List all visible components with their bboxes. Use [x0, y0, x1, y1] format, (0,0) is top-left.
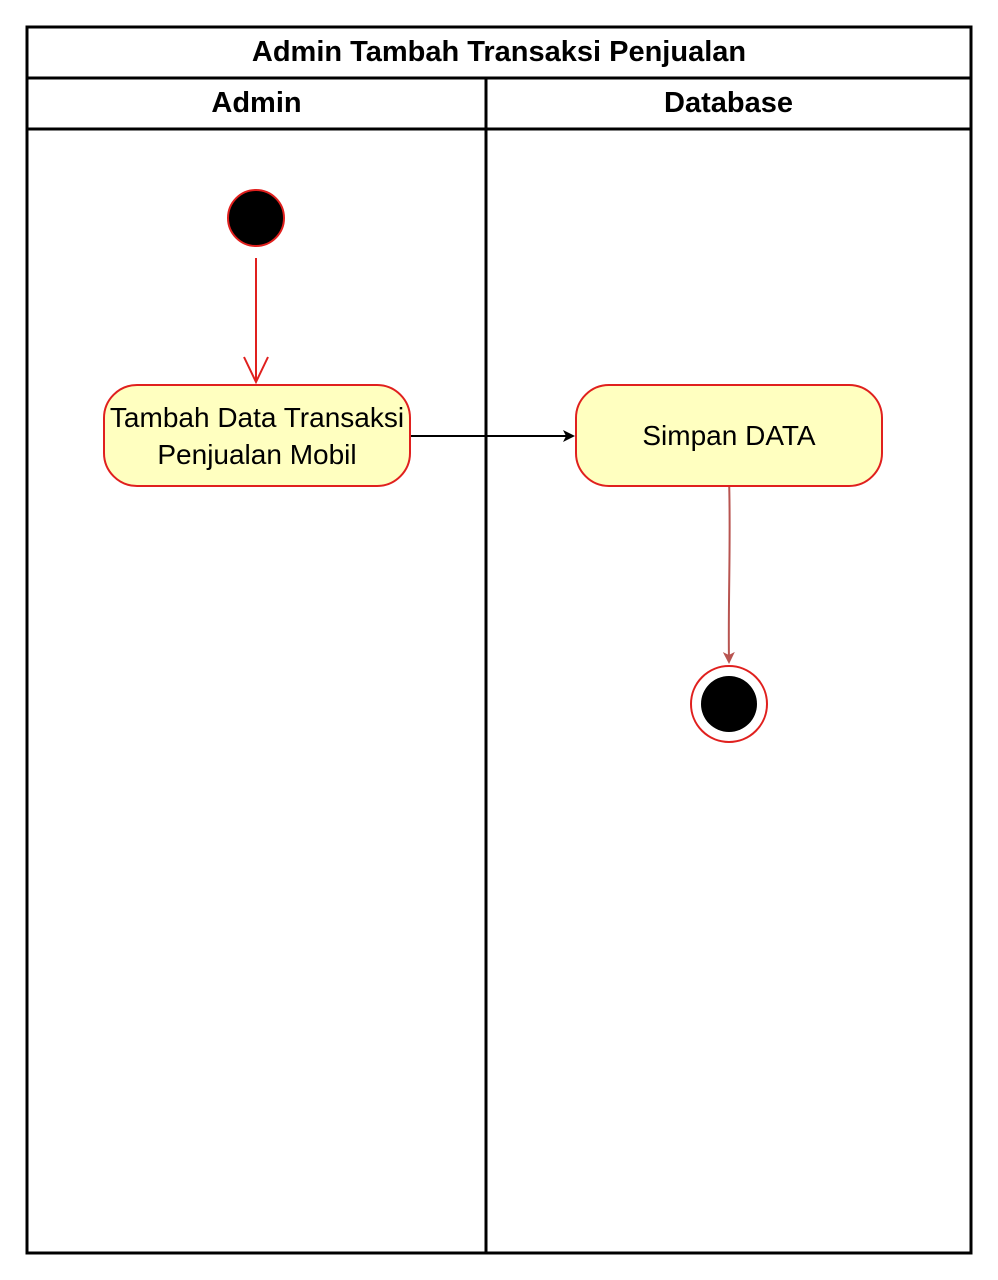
lane-header-database: Database [664, 87, 793, 119]
diagram-frame [25, 25, 973, 1255]
lane-header-admin: Admin [211, 87, 302, 119]
edge-save-to-end [722, 477, 735, 664]
diagram-title: Admin Tambah Transaksi Penjualan [251, 36, 747, 68]
initial-node [227, 189, 285, 247]
activity-add-transaction-label: Tambah Data Transaksi Penjualan Mobil [109, 401, 405, 470]
activity-save-data: Simpan DATA [575, 384, 883, 487]
activity-add-transaction: Tambah Data Transaksi Penjualan Mobil [103, 384, 411, 487]
edge-start-to-add [243, 258, 269, 385]
activity-save-data-label: Simpan DATA [642, 420, 816, 451]
final-node [690, 665, 768, 743]
